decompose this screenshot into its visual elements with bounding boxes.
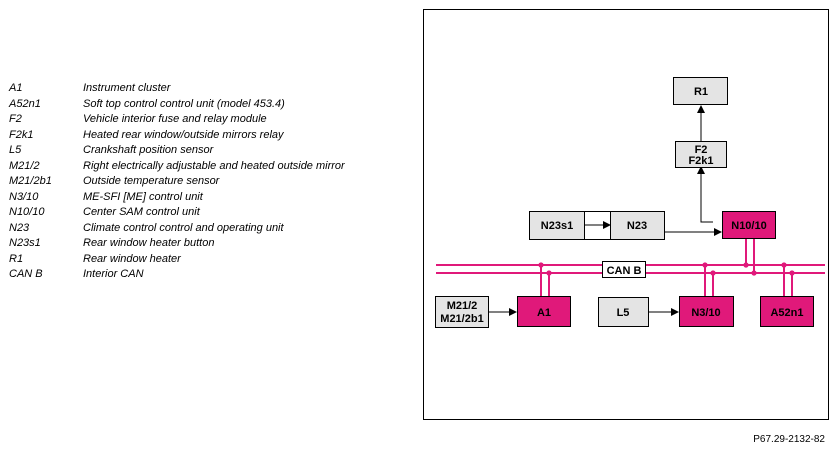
can-b-label-text: CAN B <box>607 265 642 277</box>
component-n23: N23 <box>610 211 665 240</box>
junction-dot <box>546 270 552 276</box>
wire-n10-to-f2 <box>697 166 713 223</box>
legend-code: M21/2b1 <box>9 175 52 187</box>
component-n23s1-box <box>529 211 585 240</box>
legend-desc: Center SAM control unit <box>83 206 200 218</box>
legend-row: N10/10 Center SAM control unit <box>9 205 409 221</box>
bus-stubs <box>540 238 793 296</box>
component-a52n1-label: A52n1 <box>770 307 803 319</box>
legend-row: M21/2 Right electrically adjustable and h… <box>9 159 409 175</box>
component-m21-2-label: M21/2 <box>447 300 478 312</box>
component-n3-10-box <box>679 296 734 327</box>
legend-desc: Vehicle interior fuse and relay module <box>83 113 267 125</box>
legend-desc: Soft top control control unit (model 453… <box>83 97 285 110</box>
legend-code: A52n1 <box>9 97 41 110</box>
junction-dot <box>710 270 716 276</box>
component-l5-label: L5 <box>617 307 630 319</box>
legend-desc: Instrument cluster <box>83 82 171 94</box>
legend-row: M21/2b1 Outside temperature sensor <box>9 174 409 190</box>
legend-row: R1 Rear window heater <box>9 252 409 268</box>
legend-code: N10/10 <box>9 206 45 218</box>
component-a52n1-box <box>760 296 814 327</box>
legend-row: N3/10 ME-SFI [ME] control unit <box>9 190 409 206</box>
legend-row: N23s1 Rear window heater button <box>9 236 409 252</box>
component-f2k1-label: F2k1 <box>688 155 713 167</box>
legend-desc: Climate control control and operating un… <box>83 221 284 234</box>
signal-wires <box>489 105 722 316</box>
legend-code: F2k1 <box>9 128 34 141</box>
legend-row: L5 Crankshaft position sensor <box>9 143 409 159</box>
component-n10-10-box <box>722 211 776 239</box>
junction-dot <box>743 262 749 268</box>
legend-desc: Outside temperature sensor <box>83 175 220 187</box>
component-m21-2-box <box>435 296 489 328</box>
component-n10-10: N10/10 <box>722 211 776 239</box>
component-m21-2: M21/2 M21/2b1 <box>435 296 489 328</box>
component-n23s1-label: N23s1 <box>541 220 573 232</box>
component-n3-10-label: N3/10 <box>691 307 720 319</box>
component-f2-box <box>675 141 727 168</box>
legend-code: L5 <box>9 144 22 156</box>
component-a1-box <box>517 296 571 327</box>
component-r1-label: R1 <box>694 86 708 98</box>
component-l5-box <box>598 297 649 327</box>
legend-row: N23 Climate control control and operating… <box>9 221 409 237</box>
can-b-label-box <box>602 261 646 278</box>
legend-row: A52n1 Soft top control control unit (mode… <box>9 97 409 113</box>
legend-code: N23s1 <box>9 237 41 249</box>
figure-reference: P67.29-2132-82 <box>753 434 825 445</box>
legend-desc: ME-SFI [ME] control unit <box>83 190 203 203</box>
junction-dot <box>789 270 795 276</box>
component-r1-box <box>673 77 728 105</box>
junction-dot <box>781 262 787 268</box>
bus-junctions <box>538 262 795 276</box>
legend-desc: Right electrically adjustable and heated… <box>83 159 345 172</box>
component-m21-2b1-label: M21/2b1 <box>440 313 483 325</box>
component-a52n1: A52n1 <box>760 296 814 327</box>
component-a1: A1 <box>517 296 571 327</box>
component-r1: R1 <box>673 77 728 105</box>
junction-dot <box>538 262 544 268</box>
legend-row: F2k1 Heated rear window/outside mirrors r… <box>9 128 409 144</box>
component-f2-label: F2 <box>695 144 708 156</box>
legend-code: N23 <box>9 221 30 234</box>
legend-code: A1 <box>9 82 23 94</box>
legend-code: M21/2 <box>9 159 40 172</box>
legend-desc: Crankshaft position sensor <box>83 144 214 156</box>
component-n3-10: N3/10 <box>679 296 734 327</box>
can-b-label: CAN B <box>602 261 646 278</box>
legend-code: CAN B <box>9 268 43 280</box>
legend-desc: Rear window heater button <box>83 237 215 249</box>
legend-desc: Rear window heater <box>83 252 181 265</box>
legend-row: F2 Vehicle interior fuse and relay module <box>9 112 409 128</box>
component-l5: L5 <box>598 297 649 327</box>
junction-dot <box>702 262 708 268</box>
legend-desc: Interior CAN <box>83 268 144 280</box>
legend-code: N3/10 <box>9 190 39 203</box>
component-n23-label: N23 <box>627 220 647 232</box>
legend-row: CAN B Interior CAN <box>9 267 409 283</box>
legend-desc: Heated rear window/outside mirrors relay <box>83 128 284 141</box>
legend: A1 Instrument cluster A52n1 Soft top contr… <box>9 81 409 283</box>
diagram-frame <box>423 9 829 420</box>
component-n23-box <box>610 211 665 240</box>
junction-dot <box>751 270 757 276</box>
legend-code: F2 <box>9 113 22 125</box>
legend-row: A1 Instrument cluster <box>9 81 409 97</box>
component-n10-10-label: N10/10 <box>731 220 766 232</box>
component-n23s1: N23s1 <box>529 211 585 240</box>
component-a1-label: A1 <box>537 307 551 319</box>
legend-code: R1 <box>9 252 24 265</box>
component-f2: F2 F2k1 <box>675 141 727 168</box>
